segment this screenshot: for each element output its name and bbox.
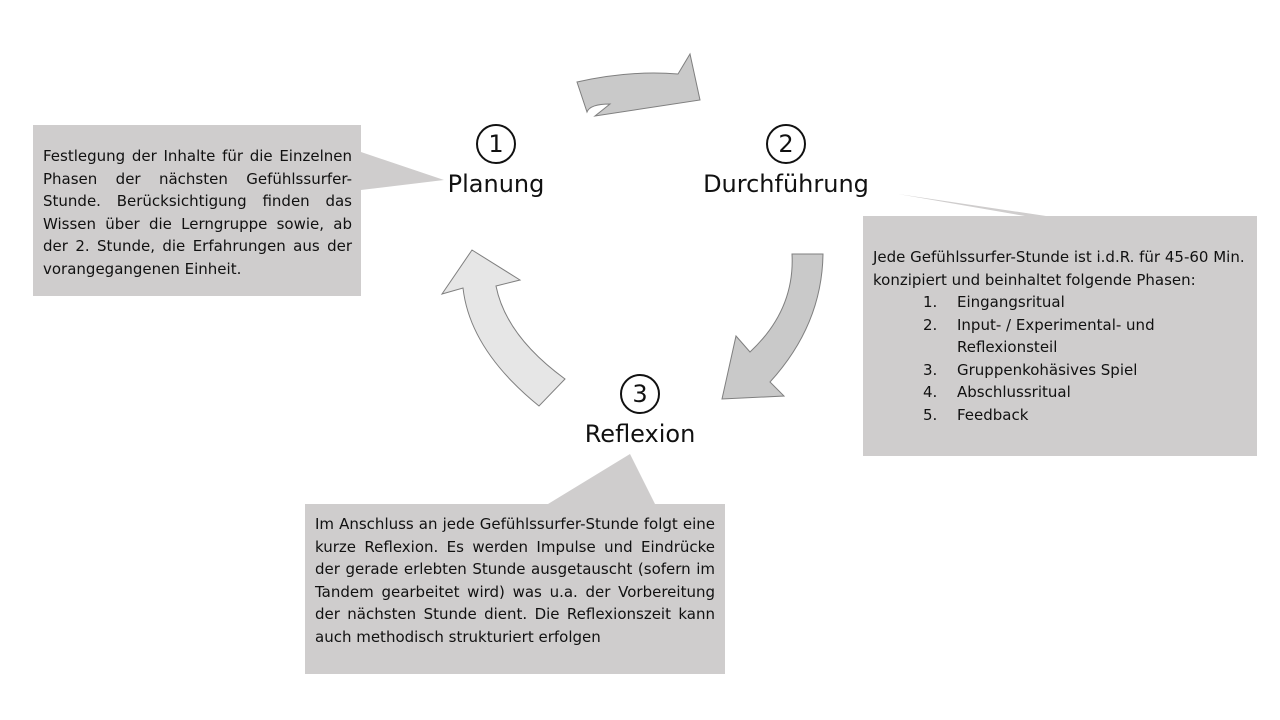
phase-item: 4.Abschlussritual (923, 383, 1071, 401)
planung-description: Festlegung der Inhalte für die Einzelnen… (43, 147, 352, 278)
step-number-3: 3 (620, 374, 660, 414)
phase-item: 3.Gruppenkohäsives Spiel (923, 360, 1138, 379)
step-number-1: 1 (476, 124, 516, 164)
step-reflexion: 3 Reflexion (580, 374, 700, 448)
arrow-reflexion-to-planung (440, 249, 566, 407)
step-title-reflexion: Reflexion (584, 420, 696, 448)
durchfuehrung-intro-line2: konzipiert und beinhaltet folgende Phase… (873, 270, 1196, 289)
durchfuehrung-callout-shape (863, 194, 1257, 456)
reflexion-description: Im Anschluss an jede Gefühlssurfer-Stund… (315, 515, 715, 646)
step-number-2: 2 (766, 124, 806, 164)
phase-item: 5.Feedback (923, 405, 1029, 424)
durchfuehrung-description: Jede Gefühlssurfer-Stunde ist i.d.R. für… (873, 246, 1253, 426)
arrow-durchfuehrung-to-reflexion (721, 253, 824, 400)
phase-list: 1.Eingangsritual 2.Input- / Experimental… (873, 291, 1253, 426)
phase-item: 2.Input- / Experimental- und Reflexionst… (923, 315, 1155, 357)
step-title-durchfuehrung: Durchführung (703, 170, 869, 198)
arrow-planung-to-durchfuehrung (576, 52, 701, 117)
planung-callout-shape (33, 125, 444, 296)
step-title-planung: Planung (447, 170, 545, 198)
durchfuehrung-intro-line1: Jede Gefühlssurfer-Stunde ist i.d.R. für… (873, 248, 1245, 266)
reflexion-callout-shape (305, 454, 725, 674)
step-durchfuehrung: 2 Durchführung (696, 124, 876, 198)
phase-item: 1.Eingangsritual (923, 293, 1065, 311)
step-planung: 1 Planung (436, 124, 556, 198)
